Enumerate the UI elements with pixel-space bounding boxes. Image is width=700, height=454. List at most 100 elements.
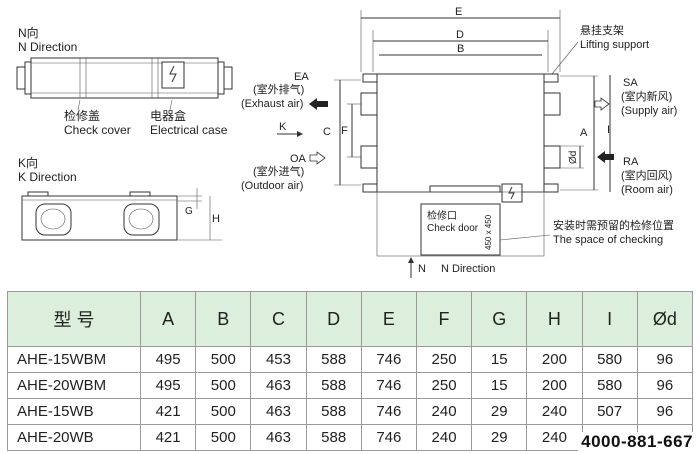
n-direction-label: N Direction	[441, 263, 495, 275]
cell-e: 746	[360, 424, 417, 451]
header-h: H	[526, 291, 583, 347]
supply-air-arrow-icon	[594, 97, 610, 111]
dim-i: I	[607, 124, 610, 136]
cell-e: 746	[360, 372, 417, 399]
cell-a: 421	[139, 424, 197, 451]
cell-b: 500	[195, 372, 252, 399]
electrical-case-en: Electrical case	[150, 123, 228, 137]
cell-e: 746	[360, 398, 417, 425]
ra-cn: (室内回风)	[621, 168, 672, 182]
dim-d: D	[456, 29, 464, 41]
k-view-title-en: K Direction	[18, 170, 77, 184]
ea-code: EA	[294, 71, 309, 83]
header-e: E	[360, 291, 417, 347]
header-i: I	[581, 291, 638, 347]
cell-i: 580	[581, 372, 638, 399]
header-c: C	[250, 291, 307, 347]
header-model: 型 号	[7, 291, 141, 347]
dim-e: E	[455, 6, 462, 18]
check-door-cn: 检修口	[427, 209, 457, 222]
cell-b: 500	[195, 346, 252, 373]
table-header-row: 型 号 A B C D E F G H I Ød	[7, 291, 694, 347]
plan-view: E D B 检修口 Check door 450 x 450	[241, 6, 677, 278]
cell-g: 29	[471, 424, 528, 451]
spec-table: 型 号 A B C D E F G H I Ød AHE-15WBM 495 5…	[7, 291, 694, 451]
n-view-title-en: N Direction	[18, 40, 77, 54]
n-view: N向 N Direction 检修盖 Check cover 电器盒 Elect…	[16, 25, 233, 137]
n-arrow-label: N	[418, 263, 426, 275]
cell-c: 463	[250, 372, 307, 399]
cell-i: 580	[581, 346, 638, 373]
cell-model: AHE-20WBM	[7, 372, 141, 399]
space-checking-en: The space of checking	[553, 234, 663, 246]
dim-a: A	[580, 127, 588, 139]
cell-od: 96	[636, 398, 694, 425]
cell-g: 15	[471, 372, 528, 399]
check-cover-en: Check cover	[64, 123, 131, 137]
header-od: Ød	[636, 291, 694, 347]
dim-od: Ød	[568, 151, 579, 164]
cell-od: 96	[636, 372, 694, 399]
sa-cn: (室内新风)	[621, 89, 672, 103]
oa-cn: (室外进气)	[253, 164, 304, 178]
ea-cn: (室外排气)	[253, 82, 304, 96]
table-row: AHE-15WB 421 500 463 588 746 240 29 240 …	[7, 398, 694, 425]
check-cover-cn: 检修盖	[64, 108, 100, 123]
cell-a: 495	[139, 372, 197, 399]
cell-f: 250	[415, 372, 473, 399]
n-view-title-cn: N向	[18, 25, 39, 40]
table-row: AHE-15WBM 495 500 453 588 746 250 15 200…	[7, 346, 694, 373]
table-row: AHE-20WBM 495 500 463 588 746 250 15 200…	[7, 372, 694, 399]
cell-i: 507	[581, 398, 638, 425]
cell-h: 200	[526, 346, 583, 373]
lifting-support-cn: 悬挂支架	[580, 23, 624, 37]
cell-g: 15	[471, 346, 528, 373]
cell-a: 495	[139, 346, 197, 373]
ra-code: RA	[623, 156, 639, 168]
cell-h: 240	[526, 424, 583, 451]
header-f: F	[415, 291, 473, 347]
sa-en: (Supply air)	[621, 105, 677, 117]
exhaust-arrow-icon	[309, 98, 328, 110]
cell-b: 500	[195, 424, 252, 451]
cell-od: 96	[636, 346, 694, 373]
hotline-number: 4000-881-667	[578, 432, 696, 452]
cell-c: 453	[250, 346, 307, 373]
header-g: G	[471, 291, 528, 347]
lifting-support-en: Lifting support	[580, 39, 649, 51]
outdoor-air-arrow-icon	[309, 151, 326, 165]
sa-code: SA	[623, 77, 638, 89]
cell-f: 240	[415, 398, 473, 425]
cell-g: 29	[471, 398, 528, 425]
header-d: D	[305, 291, 362, 347]
header-a: A	[139, 291, 197, 347]
room-air-arrow-icon	[597, 151, 614, 163]
cell-model: AHE-15WB	[7, 398, 141, 425]
k-arrow-label: K	[279, 121, 287, 133]
cell-c: 463	[250, 398, 307, 425]
cell-f: 250	[415, 346, 473, 373]
cell-h: 200	[526, 372, 583, 399]
cell-d: 588	[305, 346, 362, 373]
dim-c: C	[323, 126, 331, 138]
k-view: K向 K Direction G H	[18, 155, 222, 241]
cell-h: 240	[526, 398, 583, 425]
ra-en: (Room air)	[621, 184, 673, 196]
cell-e: 746	[360, 346, 417, 373]
k-view-title-cn: K向	[18, 155, 38, 170]
oa-code: OA	[290, 153, 307, 165]
cell-model: AHE-15WBM	[7, 346, 141, 373]
electrical-case-cn: 电器盒	[150, 108, 186, 123]
space-checking-cn: 安装时需预留的检修位置	[553, 218, 674, 232]
cell-c: 463	[250, 424, 307, 451]
check-door-en: Check door	[427, 223, 479, 234]
dim-f: F	[341, 125, 348, 137]
check-door-size: 450 x 450	[484, 214, 493, 250]
cell-model: AHE-20WB	[7, 424, 141, 451]
dim-h: H	[212, 213, 220, 225]
dim-b: B	[457, 43, 464, 55]
cell-b: 500	[195, 398, 252, 425]
cell-f: 240	[415, 424, 473, 451]
ea-en: (Exhaust air)	[241, 98, 303, 110]
technical-drawing: N向 N Direction 检修盖 Check cover 电器盒 Elect…	[16, 6, 677, 278]
